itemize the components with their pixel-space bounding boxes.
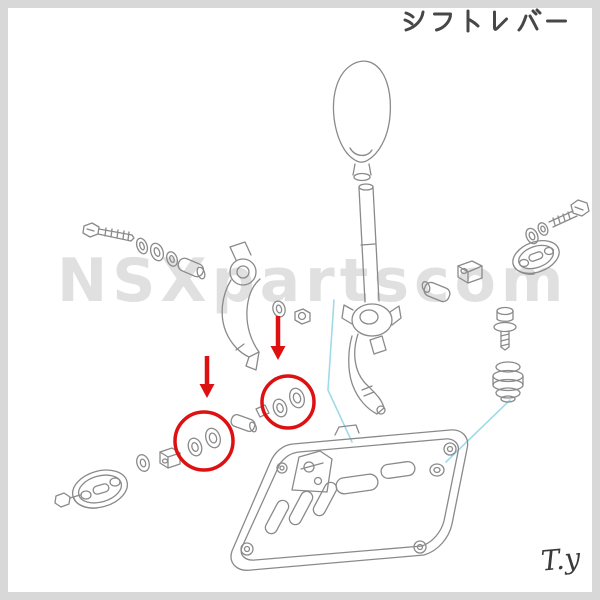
highlight-circle-left bbox=[173, 410, 235, 472]
mounting-plate bbox=[230, 424, 469, 571]
highlight-arrow-left-head bbox=[199, 384, 215, 398]
mount-bushing bbox=[421, 281, 451, 303]
rubber-grommet bbox=[492, 361, 524, 403]
stud-bolt bbox=[493, 306, 517, 351]
watermark: NSXpartscom bbox=[57, 246, 569, 316]
signature: T.y bbox=[539, 541, 582, 578]
glyph-shi bbox=[403, 10, 425, 32]
floor-flange-right bbox=[512, 240, 560, 275]
shift-bracket-arm bbox=[221, 241, 261, 371]
shift-knob bbox=[332, 60, 392, 182]
page-title-glyphs bbox=[403, 8, 567, 33]
highlight-circle-right bbox=[260, 374, 316, 430]
glyph-to bbox=[466, 9, 480, 33]
floor-flange-left bbox=[71, 469, 129, 509]
left-washers bbox=[135, 237, 179, 267]
right-bolt bbox=[548, 199, 590, 228]
right-washers bbox=[525, 222, 549, 245]
washers-right-pair bbox=[272, 387, 305, 418]
glyph-ba bbox=[517, 8, 542, 32]
washers-left-pair bbox=[187, 427, 221, 457]
annotation-layer bbox=[173, 316, 316, 472]
glyph-re bbox=[493, 10, 508, 31]
left-bolt bbox=[82, 222, 135, 242]
left-lower-washer-cube bbox=[136, 447, 181, 472]
left-flange-bolt bbox=[54, 492, 81, 508]
lever-base-assembly bbox=[341, 303, 402, 415]
lever-rod bbox=[358, 183, 380, 303]
mount-cube bbox=[457, 260, 483, 284]
image-background bbox=[8, 8, 592, 592]
highlight-arrow-right-head bbox=[270, 346, 286, 360]
pivot-washer-nut bbox=[272, 300, 311, 325]
glyph-fu bbox=[433, 12, 452, 32]
connector-lines bbox=[327, 299, 511, 463]
spacer-sleeve bbox=[177, 257, 206, 280]
